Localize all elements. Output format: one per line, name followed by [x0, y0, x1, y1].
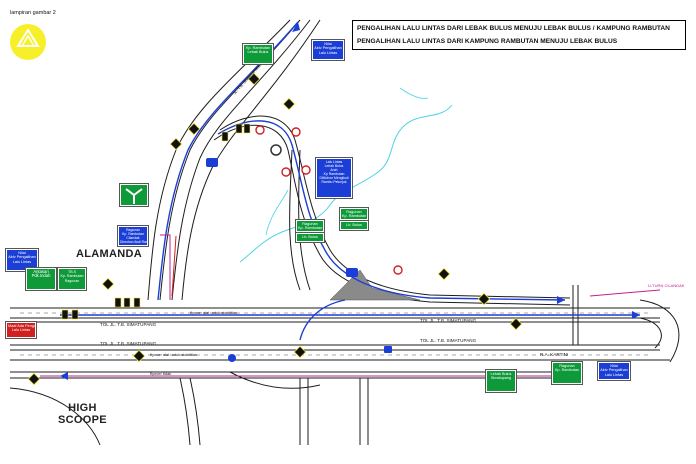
road-label-ra-kartini: R.A. KARTINI: [540, 352, 569, 357]
river: [239, 104, 453, 263]
round-marker: [270, 144, 282, 156]
sign-top-blue: Nilai Aktv Pengalihan Lalu Lintas: [311, 39, 345, 61]
road-label-flyover-1: flyover alat untuk stabilitas: [190, 310, 237, 315]
chevron-panels: [61, 123, 251, 320]
sign-left-green-2: TB.S Kp. Rambutan Ragunan: [57, 267, 87, 291]
sign-left-green-1: Antasari Pdk.Indah: [25, 267, 57, 291]
lane-dashes: [20, 312, 650, 356]
sign-right-green-1: Ragunan Kp. Rambutan: [339, 207, 369, 221]
sign-bottom-blue: Nilai Aktv Pengalihan Lalu Lintas: [597, 361, 631, 381]
legend-line-2: PENGALIHAN LALU LINTAS DARI KAMPUNG RAMB…: [357, 38, 618, 45]
upper-diagonal-road: [147, 19, 321, 301]
road-label-flyover-2: flyover alat untuk stabilitas: [150, 352, 197, 357]
sign-bottom-green-1: Lebak Bulus Simatupang: [485, 369, 517, 393]
sign-right-green-2: Ragunan Kp. Rambutan: [295, 219, 325, 233]
route-blue: [60, 21, 640, 341]
route-arrows: [60, 22, 640, 380]
sign-top-green: Kp. Rambutan Lebak Bulus: [242, 43, 274, 65]
bottom-roads: [9, 371, 580, 446]
fence-segment: [171, 235, 177, 297]
river-branch: [399, 87, 429, 99]
interchange-loop: [213, 115, 571, 306]
gate-icons: [206, 158, 392, 362]
toll-road: [10, 299, 680, 363]
sign-left-red: Maaf Ada Pengalihan Lalu Lintas: [5, 321, 37, 339]
split-arrow-icon: [125, 188, 143, 204]
warning-signs: [27, 72, 523, 386]
sign-left-blue-text: Ragunan Kp. Rambutan Cilandak Dimohon Ik…: [117, 225, 149, 247]
road-label-arteri-1: TOL JL. T.B. SIMATUPANG: [420, 338, 477, 343]
sheet-label: lampiran gambar 2: [10, 10, 56, 16]
prohibition-signs: [255, 125, 403, 275]
stream: [265, 189, 289, 236]
legend: PENGALIHAN LALU LINTAS DARI LEBAK BULUS …: [352, 20, 686, 50]
compass-north-icon: [16, 28, 40, 47]
road-label-arteri-2: TOL JL. T.B. SIMATUPANG: [100, 341, 157, 346]
road-label-side-road: flyover tidak: [150, 371, 172, 376]
sign-mid-blue: Lalu Lintas Lebak Bulus Arah Kp Rambutan…: [315, 157, 353, 199]
road-label-tol-upper-2: TOL JL. T.B. SIMATUPANG: [100, 322, 157, 327]
sign-bottom-green-2: Ragunan Kp. Rambutan: [551, 361, 583, 385]
legend-line-1: PENGALIHAN LALU LINTAS DARI LEBAK BULUS …: [357, 25, 670, 32]
place-alamanda: ALAMANDA: [76, 248, 142, 260]
road-label-u-turn: U-TURN CILANDAK: [648, 283, 685, 288]
sign-right-green-4: Lb. Bulus: [295, 232, 325, 243]
road-label-tol-upper-1: TOL JL. T.B. SIMATUPANG: [420, 318, 477, 323]
sign-left-green-arrow: [119, 183, 149, 207]
sign-right-green-3: Lb. Bulus: [339, 220, 369, 231]
sign-left-blue-big: Nilai Aktv Pengalihan Lalu Lintas: [5, 248, 39, 272]
place-high-scoope: HIGH SCOOPE: [58, 402, 107, 426]
